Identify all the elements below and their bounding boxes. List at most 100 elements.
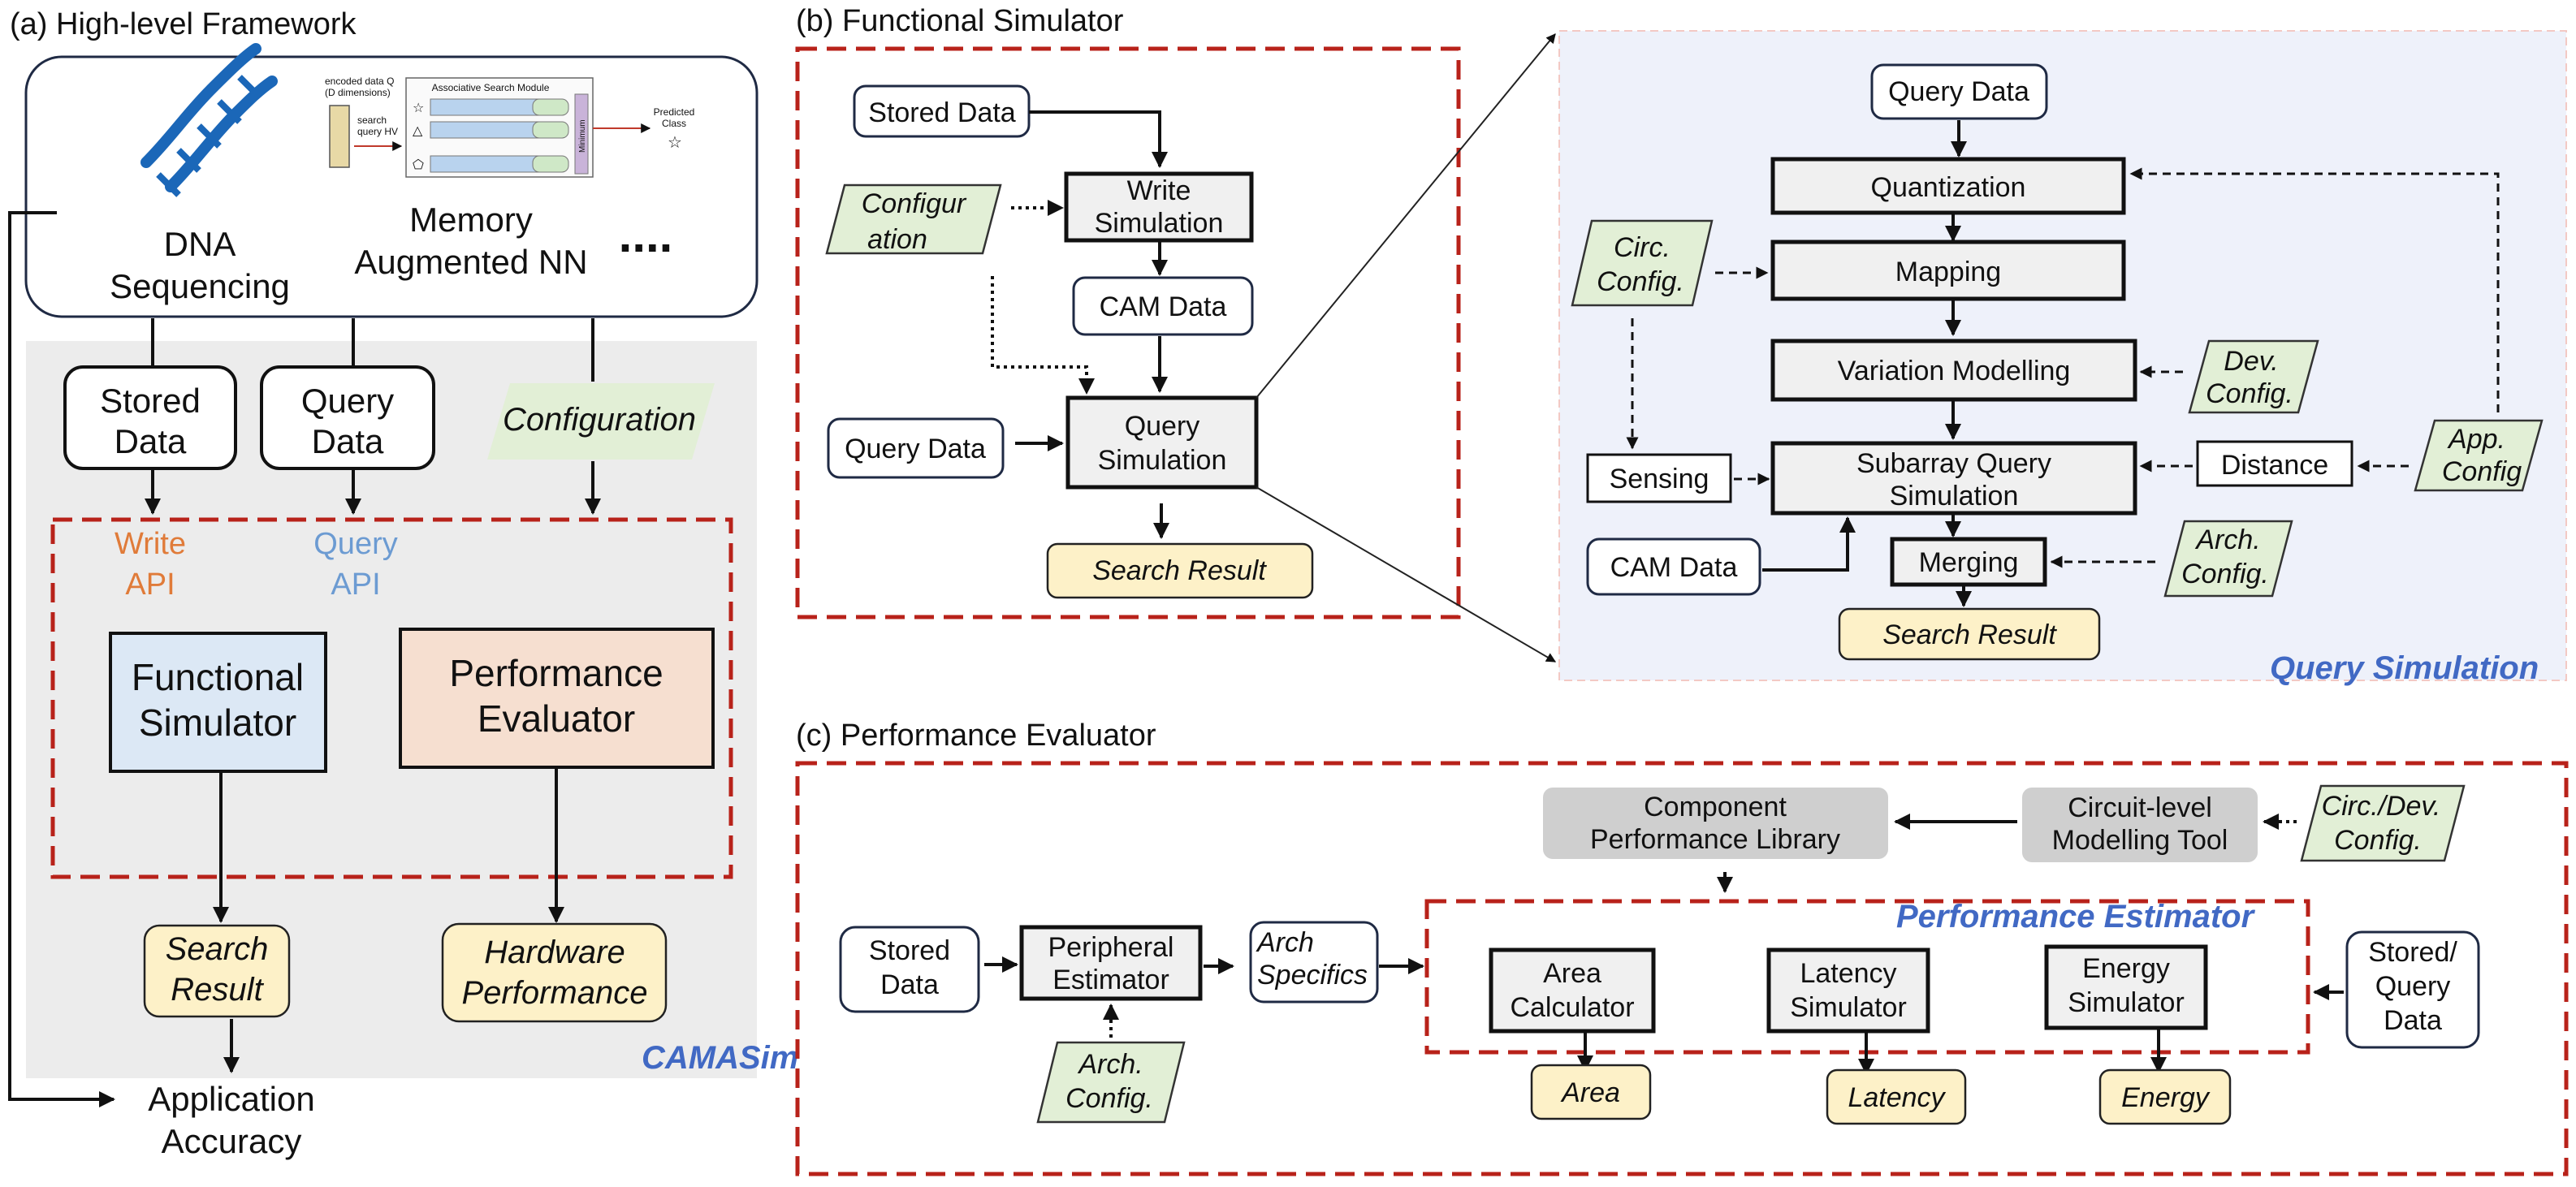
q-variation-box bbox=[1770, 339, 2137, 402]
c-peripheral-box bbox=[1019, 925, 1203, 1001]
c-latency-sim-box bbox=[1766, 947, 1930, 1034]
camasim-label: CAMASim bbox=[642, 1040, 798, 1076]
ellipsis: .... bbox=[619, 208, 673, 262]
q-dev-config-label: Dev.Config. bbox=[2206, 346, 2293, 409]
c-area-calc-box bbox=[1489, 947, 1656, 1034]
configuration-label: Configuration bbox=[503, 402, 696, 438]
panel-c-title: (c) Performance Evaluator bbox=[796, 719, 1156, 753]
q-arrow-cam-to-sub bbox=[1762, 516, 1856, 572]
c-stored-query-box bbox=[2345, 930, 2480, 1049]
q-dev-config-box bbox=[2188, 339, 2319, 414]
inset-minimum bbox=[574, 93, 589, 175]
inset-module-title: Associative Search Module bbox=[432, 82, 550, 93]
c-energy-label: Energy bbox=[2121, 1082, 2211, 1113]
c-area-label: Area bbox=[1560, 1077, 1620, 1108]
q-query-data-box bbox=[1870, 63, 2048, 120]
q-search-result-label: Search Result bbox=[1882, 619, 2057, 650]
functional-simulator-box bbox=[109, 632, 327, 773]
inset-minimum-label: Minimum bbox=[578, 119, 587, 153]
b-write-sim-box bbox=[1064, 171, 1254, 243]
q-arch-config-box bbox=[2163, 520, 2293, 598]
q-variation-label: Variation Modelling bbox=[1838, 356, 2071, 386]
query-simulation-label: Query Simulation bbox=[2270, 650, 2539, 686]
stored-data-box bbox=[63, 365, 237, 470]
b-stored-data-label: Stored Data bbox=[868, 97, 1016, 128]
q-app-config-box bbox=[2414, 419, 2544, 492]
inset-left-text: encoded data Q(D dimensions) bbox=[325, 76, 394, 98]
b-search-result-box bbox=[1046, 542, 1314, 599]
q-distance-label: Distance bbox=[2221, 450, 2328, 481]
inset-result-3 bbox=[532, 155, 569, 173]
pentagon-icon: ⬠ bbox=[413, 158, 424, 172]
triangle-icon: △ bbox=[413, 124, 423, 138]
q-mapping-box bbox=[1770, 240, 2126, 301]
c-area-box bbox=[1530, 1064, 1652, 1120]
performance-evaluator-box bbox=[399, 628, 715, 769]
zoom-line-top bbox=[1256, 33, 1556, 399]
panel-b: (b) Functional Simulator Stored Data Con… bbox=[795, 4, 1557, 663]
q-query-data-label: Query Data bbox=[1888, 76, 2029, 107]
query-vector bbox=[329, 105, 350, 168]
b-query-data-box bbox=[827, 417, 1005, 479]
c-arch-config-box bbox=[1036, 1041, 1186, 1124]
hardware-performance-box bbox=[441, 922, 668, 1023]
search-result-box bbox=[143, 924, 291, 1018]
b-arrow-stored-to-write bbox=[1029, 110, 1168, 168]
b-configuration-box bbox=[825, 183, 1002, 255]
q-quantization-box bbox=[1770, 157, 2126, 215]
c-circ-dev-config-label: Circ./Dev.Config. bbox=[2322, 791, 2441, 856]
dna-icon bbox=[140, 43, 278, 197]
functional-simulator-region bbox=[795, 46, 1461, 619]
b-cam-data-box bbox=[1072, 276, 1254, 336]
c-latency-box bbox=[1826, 1068, 1967, 1125]
c-energy-box bbox=[2098, 1068, 2232, 1125]
q-circ-config-box bbox=[1571, 219, 1714, 307]
c-latency-label: Latency bbox=[1848, 1082, 1946, 1113]
inset-result-2 bbox=[532, 121, 569, 139]
q-merging-label: Merging bbox=[1919, 547, 2019, 578]
camasim-core-region bbox=[50, 517, 733, 879]
c-stored-data-box bbox=[839, 926, 980, 1013]
c-arch-specifics-box bbox=[1249, 921, 1379, 1004]
query-data-box bbox=[260, 365, 435, 470]
accuracy-feedback-arrow bbox=[8, 211, 115, 1107]
performance-evaluator-region bbox=[795, 761, 2569, 1176]
predicted-star-icon: ☆ bbox=[668, 134, 682, 152]
q-mapping-label: Mapping bbox=[1895, 257, 2001, 287]
q-quantization-label: Quantization bbox=[1871, 172, 2026, 203]
b-search-result-label: Search Result bbox=[1092, 555, 1267, 586]
q-arch-config-label: Arch.Config. bbox=[2181, 524, 2269, 589]
c-circ-dev-config-box bbox=[2300, 784, 2466, 862]
b-cam-data-label: CAM Data bbox=[1100, 291, 1227, 322]
b-arrow-config-to-query bbox=[991, 276, 1095, 395]
q-search-result-box bbox=[1838, 607, 2101, 661]
q-arrow-app-to-quant bbox=[2129, 167, 2500, 412]
c-arch-config-label: Arch.Config. bbox=[1065, 1049, 1153, 1114]
b-query-data-label: Query Data bbox=[845, 434, 986, 464]
star-icon: ☆ bbox=[413, 101, 424, 115]
query-simulation-panel: Query Data Quantization Mapping Variatio… bbox=[1558, 30, 2567, 686]
q-app-config-label: App.Config bbox=[2442, 424, 2522, 487]
